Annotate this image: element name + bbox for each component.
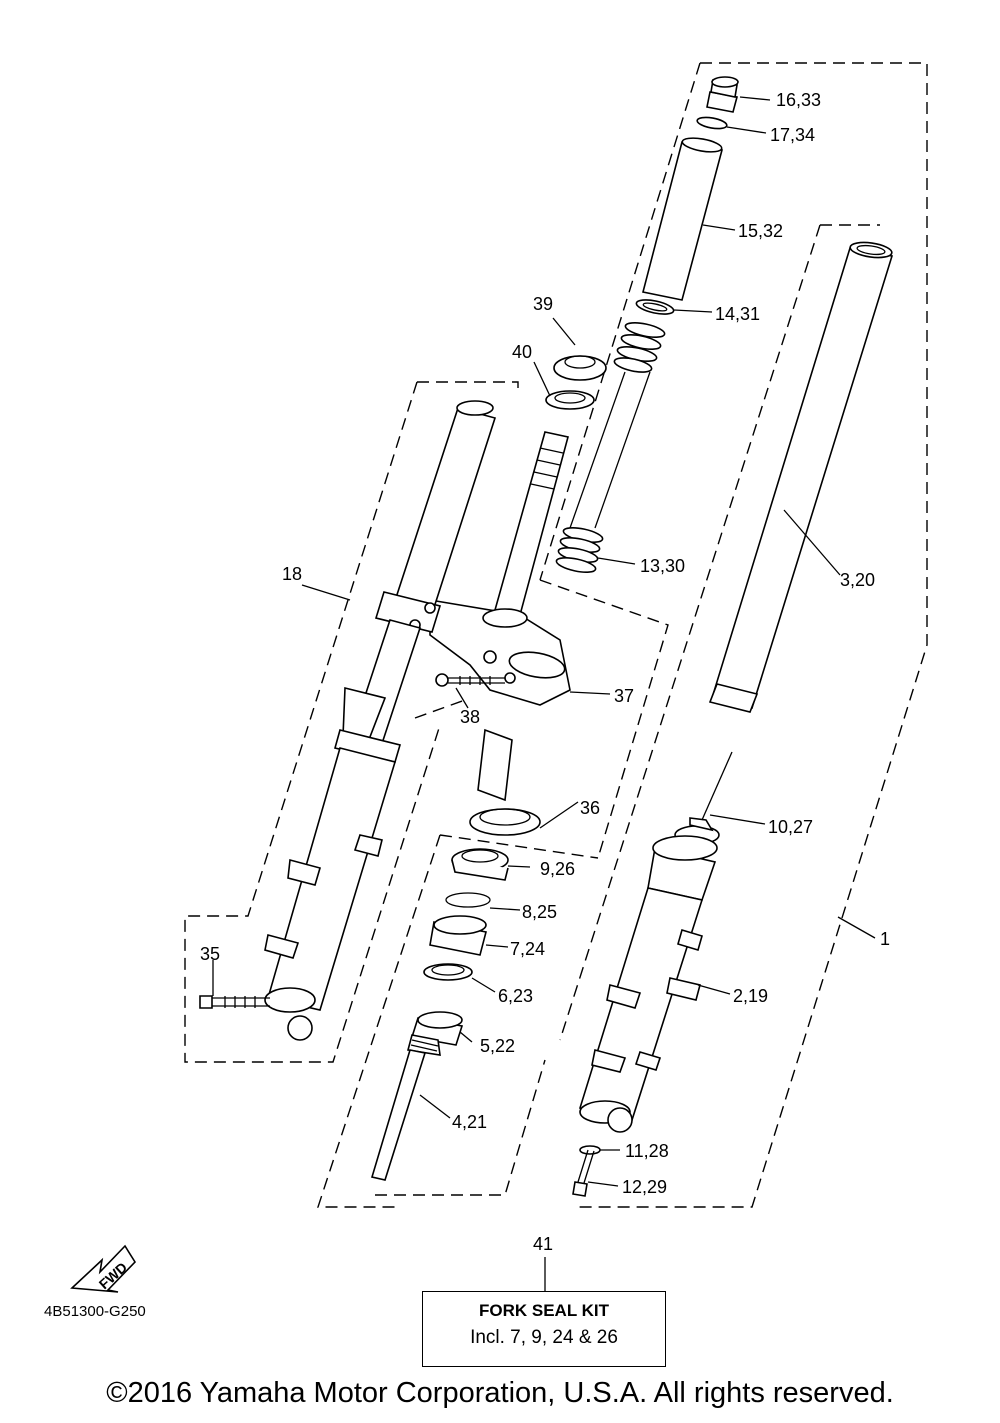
washer-11-28 (579, 1145, 601, 1155)
diagram-code: 4B51300-G250 (44, 1303, 146, 1320)
tube-10-27 (689, 817, 714, 832)
label-4-21: 4,21 (452, 1112, 487, 1132)
assembly-outline-right (539, 62, 928, 1208)
kit-contents: Incl. 7, 9, 24 & 26 (470, 1327, 618, 1348)
label-14-31: 14,31 (715, 304, 760, 324)
damper-rod-4-21 (370, 1034, 441, 1181)
label-2-19: 2,19 (733, 986, 768, 1006)
label-1: 1 (880, 929, 890, 949)
label-3-20: 3,20 (840, 570, 875, 590)
assembly-outline-left (184, 381, 669, 1208)
bolt-35 (199, 995, 270, 1009)
upper-tube-15-32 (642, 137, 723, 301)
race-40 (545, 390, 595, 410)
bolt-38 (435, 673, 505, 687)
bolt-12-29 (572, 1149, 595, 1197)
spring-upper (613, 322, 666, 373)
label-38: 38 (460, 707, 480, 727)
label-8-25: 8,25 (522, 902, 557, 922)
outer-tube-2-19 (578, 825, 720, 1133)
clip-8-25 (445, 892, 491, 908)
label-6-23: 6,23 (498, 986, 533, 1006)
label-15-32: 15,32 (738, 221, 783, 241)
label-7-24: 7,24 (510, 939, 545, 959)
label-18: 18 (282, 564, 302, 584)
copyright-notice: ©2016 Yamaha Motor Corporation, U.S.A. A… (106, 1377, 894, 1409)
label-12-29: 12,29 (622, 1177, 667, 1197)
label-13-30: 13,30 (640, 556, 685, 576)
label-36: 36 (580, 798, 600, 818)
inner-tube-3-20 (708, 241, 894, 713)
cap-bolt-16-33 (706, 76, 739, 113)
bearing-39 (553, 355, 607, 381)
label-5-22: 5,22 (480, 1036, 515, 1056)
washer-6-23 (423, 963, 473, 981)
left-fork-assembly-18 (264, 400, 497, 1041)
leader-lines (212, 96, 876, 1291)
guard-36 (469, 728, 541, 836)
kit-title: FORK SEAL KIT (478, 1301, 610, 1320)
lower-bracket-37 (429, 431, 571, 706)
fwd-arrow-icon: FWD (70, 1244, 137, 1293)
label-39: 39 (533, 294, 553, 314)
o-ring-17-34 (696, 116, 728, 130)
label-9-26: 9,26 (540, 859, 575, 879)
oil-seal-7-24 (429, 915, 487, 956)
dust-seal-9-26 (451, 848, 509, 881)
fork-seal-kit-box: FORK SEAL KIT Incl. 7, 9, 24 & 26 (422, 1291, 666, 1367)
label-11-28: 11,28 (625, 1141, 669, 1161)
label-17-34: 17,34 (770, 125, 815, 145)
label-35: 35 (200, 944, 220, 964)
label-40: 40 (512, 342, 532, 362)
label-16-33: 16,33 (776, 90, 821, 110)
washer-14-31 (635, 299, 675, 315)
callout-labels: 16,33 17,34 15,32 39 40 14,31 13,30 3,20… (200, 90, 890, 1254)
label-37: 37 (614, 686, 634, 706)
spring-lower-13-30 (555, 371, 651, 573)
label-41: 41 (533, 1234, 553, 1254)
label-10-27: 10,27 (768, 817, 813, 837)
